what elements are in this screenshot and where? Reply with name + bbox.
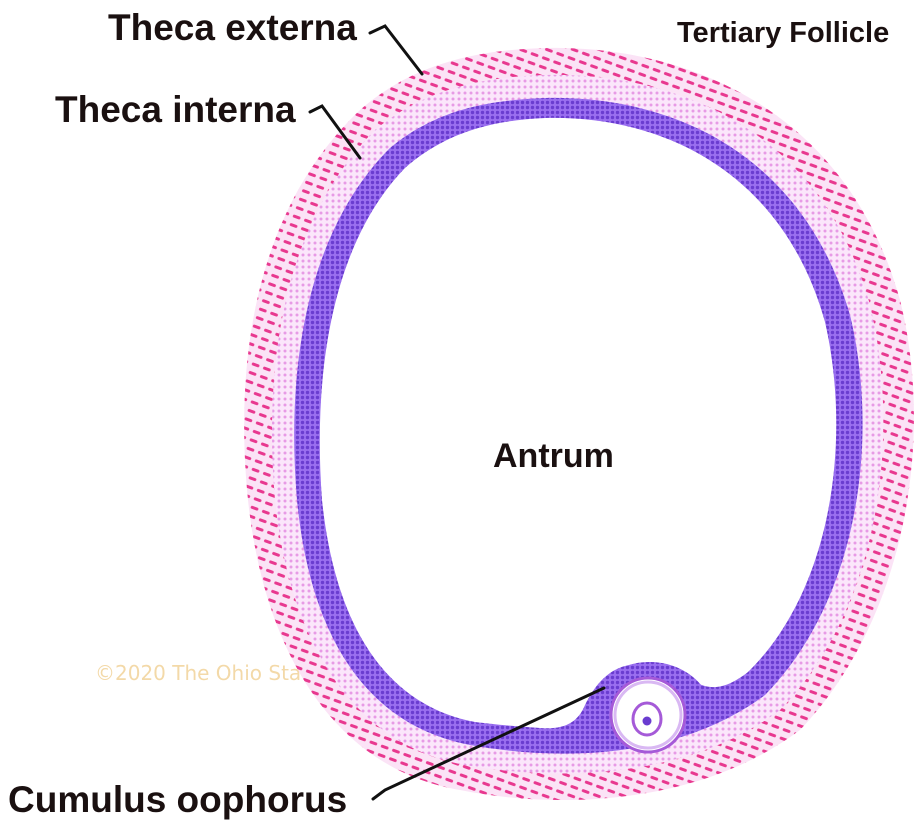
diagram-title: Tertiary Follicle xyxy=(677,17,889,49)
theca-interna-label: Theca interna xyxy=(55,89,296,130)
theca-externa-leader xyxy=(370,26,422,74)
watermark-text: ©2020 The Ohio Sta xyxy=(95,661,301,685)
oocyte xyxy=(611,678,685,752)
oocyte-nucleolus xyxy=(643,717,652,726)
theca-externa-label: Theca externa xyxy=(108,7,357,48)
antrum-cavity xyxy=(320,118,836,728)
cumulus-oophorus-label: Cumulus oophorus xyxy=(8,779,347,820)
antrum-label: Antrum xyxy=(493,437,614,475)
